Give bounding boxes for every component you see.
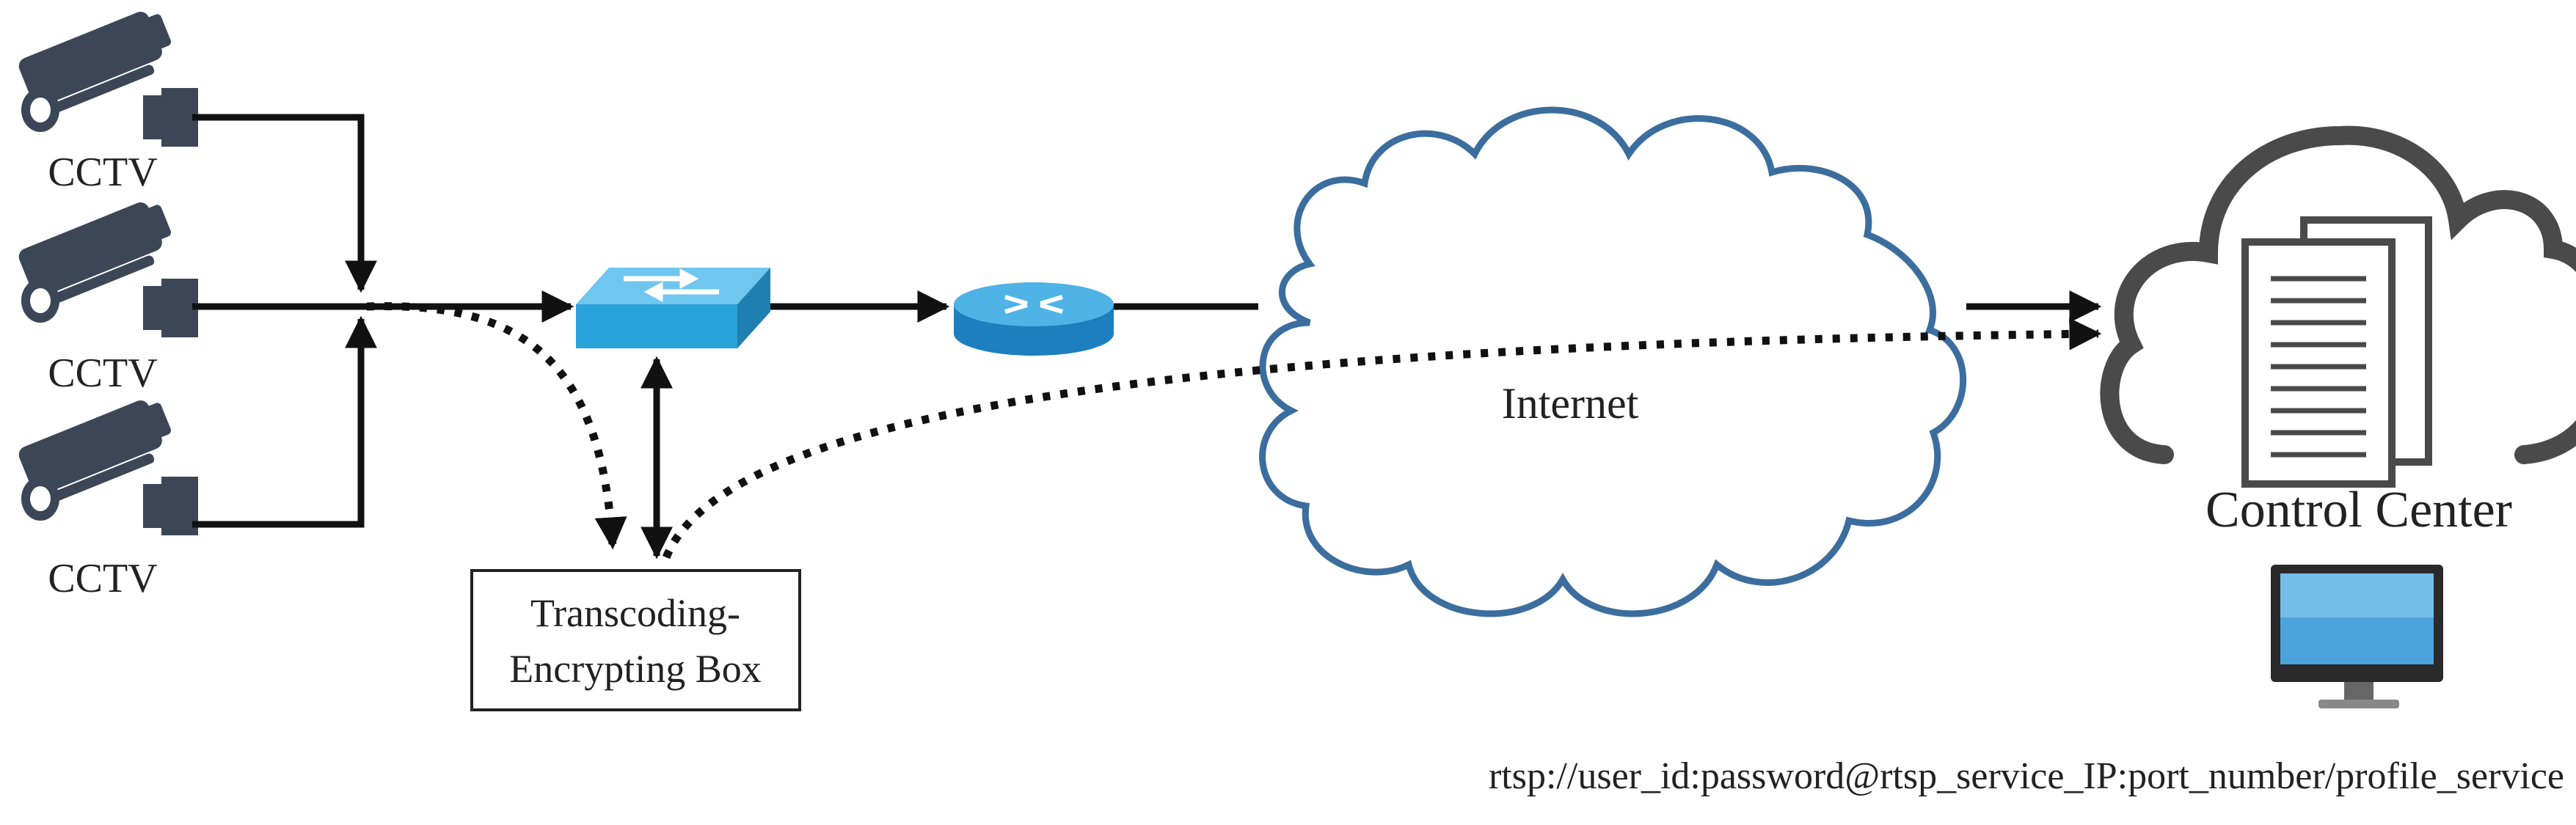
- box-label-line2: Encrypting Box: [509, 647, 761, 691]
- control-center: Control Center: [2100, 125, 2576, 708]
- cctv-camera-1: CCTV: [16, 4, 198, 195]
- box-label-line1: Transcoding-: [530, 591, 740, 635]
- cctv-label: CCTV: [48, 556, 157, 601]
- server-cloud-icon: [2100, 125, 2576, 488]
- rtsp-url-text: rtsp://user_id:password@rtsp_service_IP:…: [1489, 755, 2564, 797]
- cctv-camera-icon: [16, 393, 198, 535]
- router-icon: [954, 282, 1114, 356]
- internet-cloud-icon: Internet: [1259, 106, 1967, 617]
- cctv-label: CCTV: [48, 351, 157, 396]
- cctv-label: CCTV: [48, 150, 157, 195]
- control-center-label: Control Center: [2205, 482, 2512, 538]
- monitor-icon: [2271, 565, 2443, 708]
- cctv-camera-icon: [16, 4, 198, 147]
- camera-bus-lines: [192, 114, 574, 528]
- internet-label: Internet: [1502, 379, 1639, 428]
- transcoding-encrypting-box: Transcoding- Encrypting Box: [470, 569, 801, 711]
- cctv-camera-3: CCTV: [16, 393, 198, 601]
- cctv-camera-2: CCTV: [16, 195, 198, 396]
- cctv-camera-icon: [16, 195, 198, 337]
- network-switch-icon: [576, 268, 770, 348]
